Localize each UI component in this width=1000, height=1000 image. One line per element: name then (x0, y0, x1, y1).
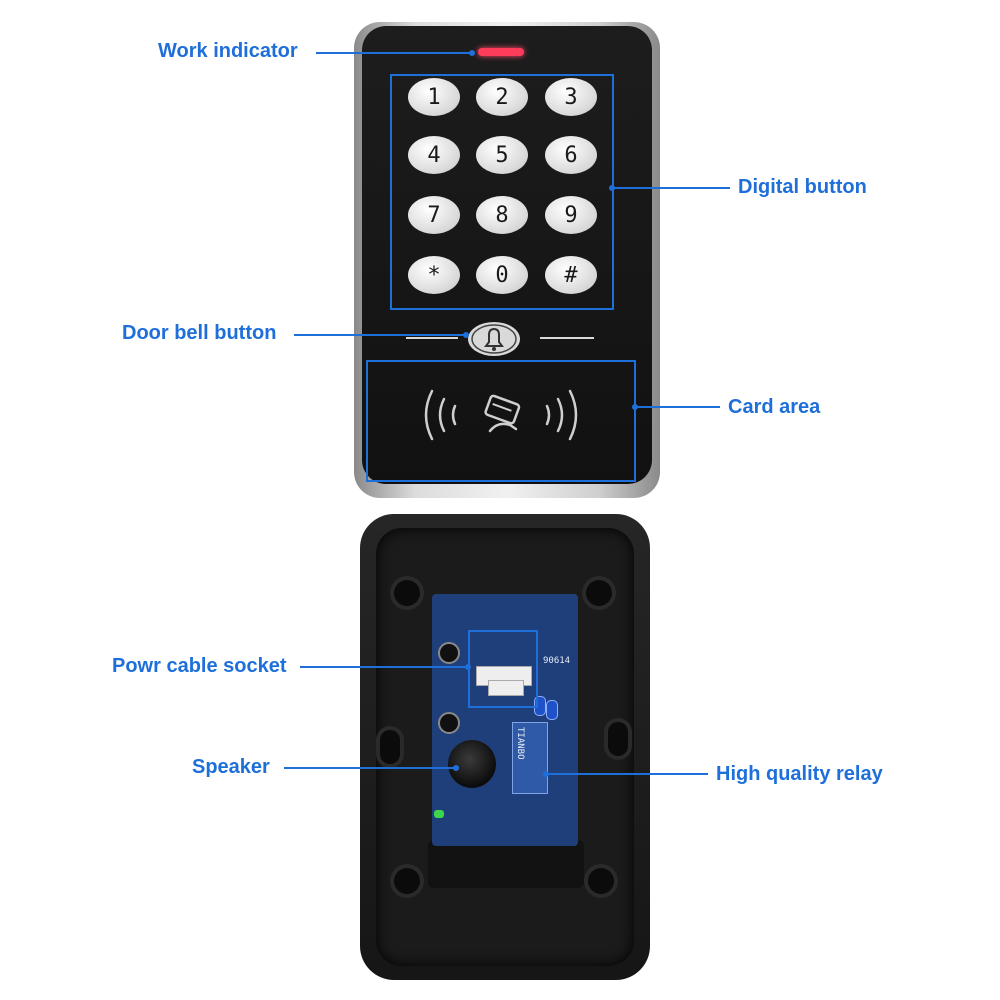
speaker-dot (453, 765, 459, 771)
digital-button-leader (614, 187, 730, 189)
card-area-highlight (366, 360, 636, 482)
status-led (434, 810, 444, 818)
speaker-leader (284, 767, 456, 769)
key-6[interactable]: 6 (545, 136, 597, 174)
relay-leader (548, 773, 708, 775)
relay-brand: TIANBO (515, 727, 525, 760)
relay-label: High quality relay (716, 763, 883, 785)
key-4[interactable]: 4 (408, 136, 460, 174)
mounting-hole-top-right (586, 580, 612, 606)
mounting-hole-bottom-left (394, 868, 420, 894)
key-0[interactable]: 0 (476, 256, 528, 294)
card-area-leader (636, 406, 720, 408)
cable-slot (428, 840, 584, 888)
mounting-hole-top-left (394, 580, 420, 606)
power-socket-dot (465, 664, 471, 670)
key-5[interactable]: 5 (476, 136, 528, 174)
speaker-label: Speaker (192, 756, 270, 778)
bell-divider-left (406, 337, 458, 339)
speaker (448, 740, 496, 788)
side-slot-left (380, 730, 400, 764)
key-9[interactable]: 9 (545, 196, 597, 234)
card-area-label: Card area (728, 396, 821, 418)
door-bell-dot (463, 332, 469, 338)
relay: TIANBO (512, 722, 548, 794)
card-area-dot (632, 404, 638, 410)
contactless-card-icon (424, 389, 578, 441)
key-star[interactable]: * (408, 256, 460, 294)
mounting-hole-bottom-right (588, 868, 614, 894)
key-7[interactable]: 7 (408, 196, 460, 234)
relay-dot (543, 771, 549, 777)
power-cable-socket-label: Powr cable socket (112, 655, 287, 677)
inductor-2 (546, 700, 558, 720)
board-label: 90614 (543, 656, 571, 666)
work-indicator-led (478, 48, 524, 56)
digital-button-label: Digital button (738, 176, 867, 198)
digital-button-dot (609, 185, 615, 191)
door-bell-button[interactable] (466, 320, 522, 358)
door-bell-button-label: Door bell button (122, 322, 277, 344)
key-8[interactable]: 8 (476, 196, 528, 234)
door-bell-leader (294, 334, 466, 336)
capacitor-top (438, 642, 460, 664)
work-indicator-label: Work indicator (158, 40, 298, 62)
power-connector-bottom (488, 680, 524, 696)
capacitor-bottom (438, 712, 460, 734)
key-3[interactable]: 3 (545, 78, 597, 116)
work-indicator-dot (469, 50, 475, 56)
key-2[interactable]: 2 (476, 78, 528, 116)
power-socket-highlight (468, 630, 538, 708)
work-indicator-leader (316, 52, 472, 54)
power-socket-leader (300, 666, 468, 668)
digital-button-highlight (390, 74, 614, 310)
bell-divider-right (540, 337, 594, 339)
side-slot-right (608, 722, 628, 756)
rfid-card-symbol (418, 385, 584, 445)
key-1[interactable]: 1 (408, 78, 460, 116)
key-hash[interactable]: # (545, 256, 597, 294)
bell-icon (468, 322, 520, 356)
